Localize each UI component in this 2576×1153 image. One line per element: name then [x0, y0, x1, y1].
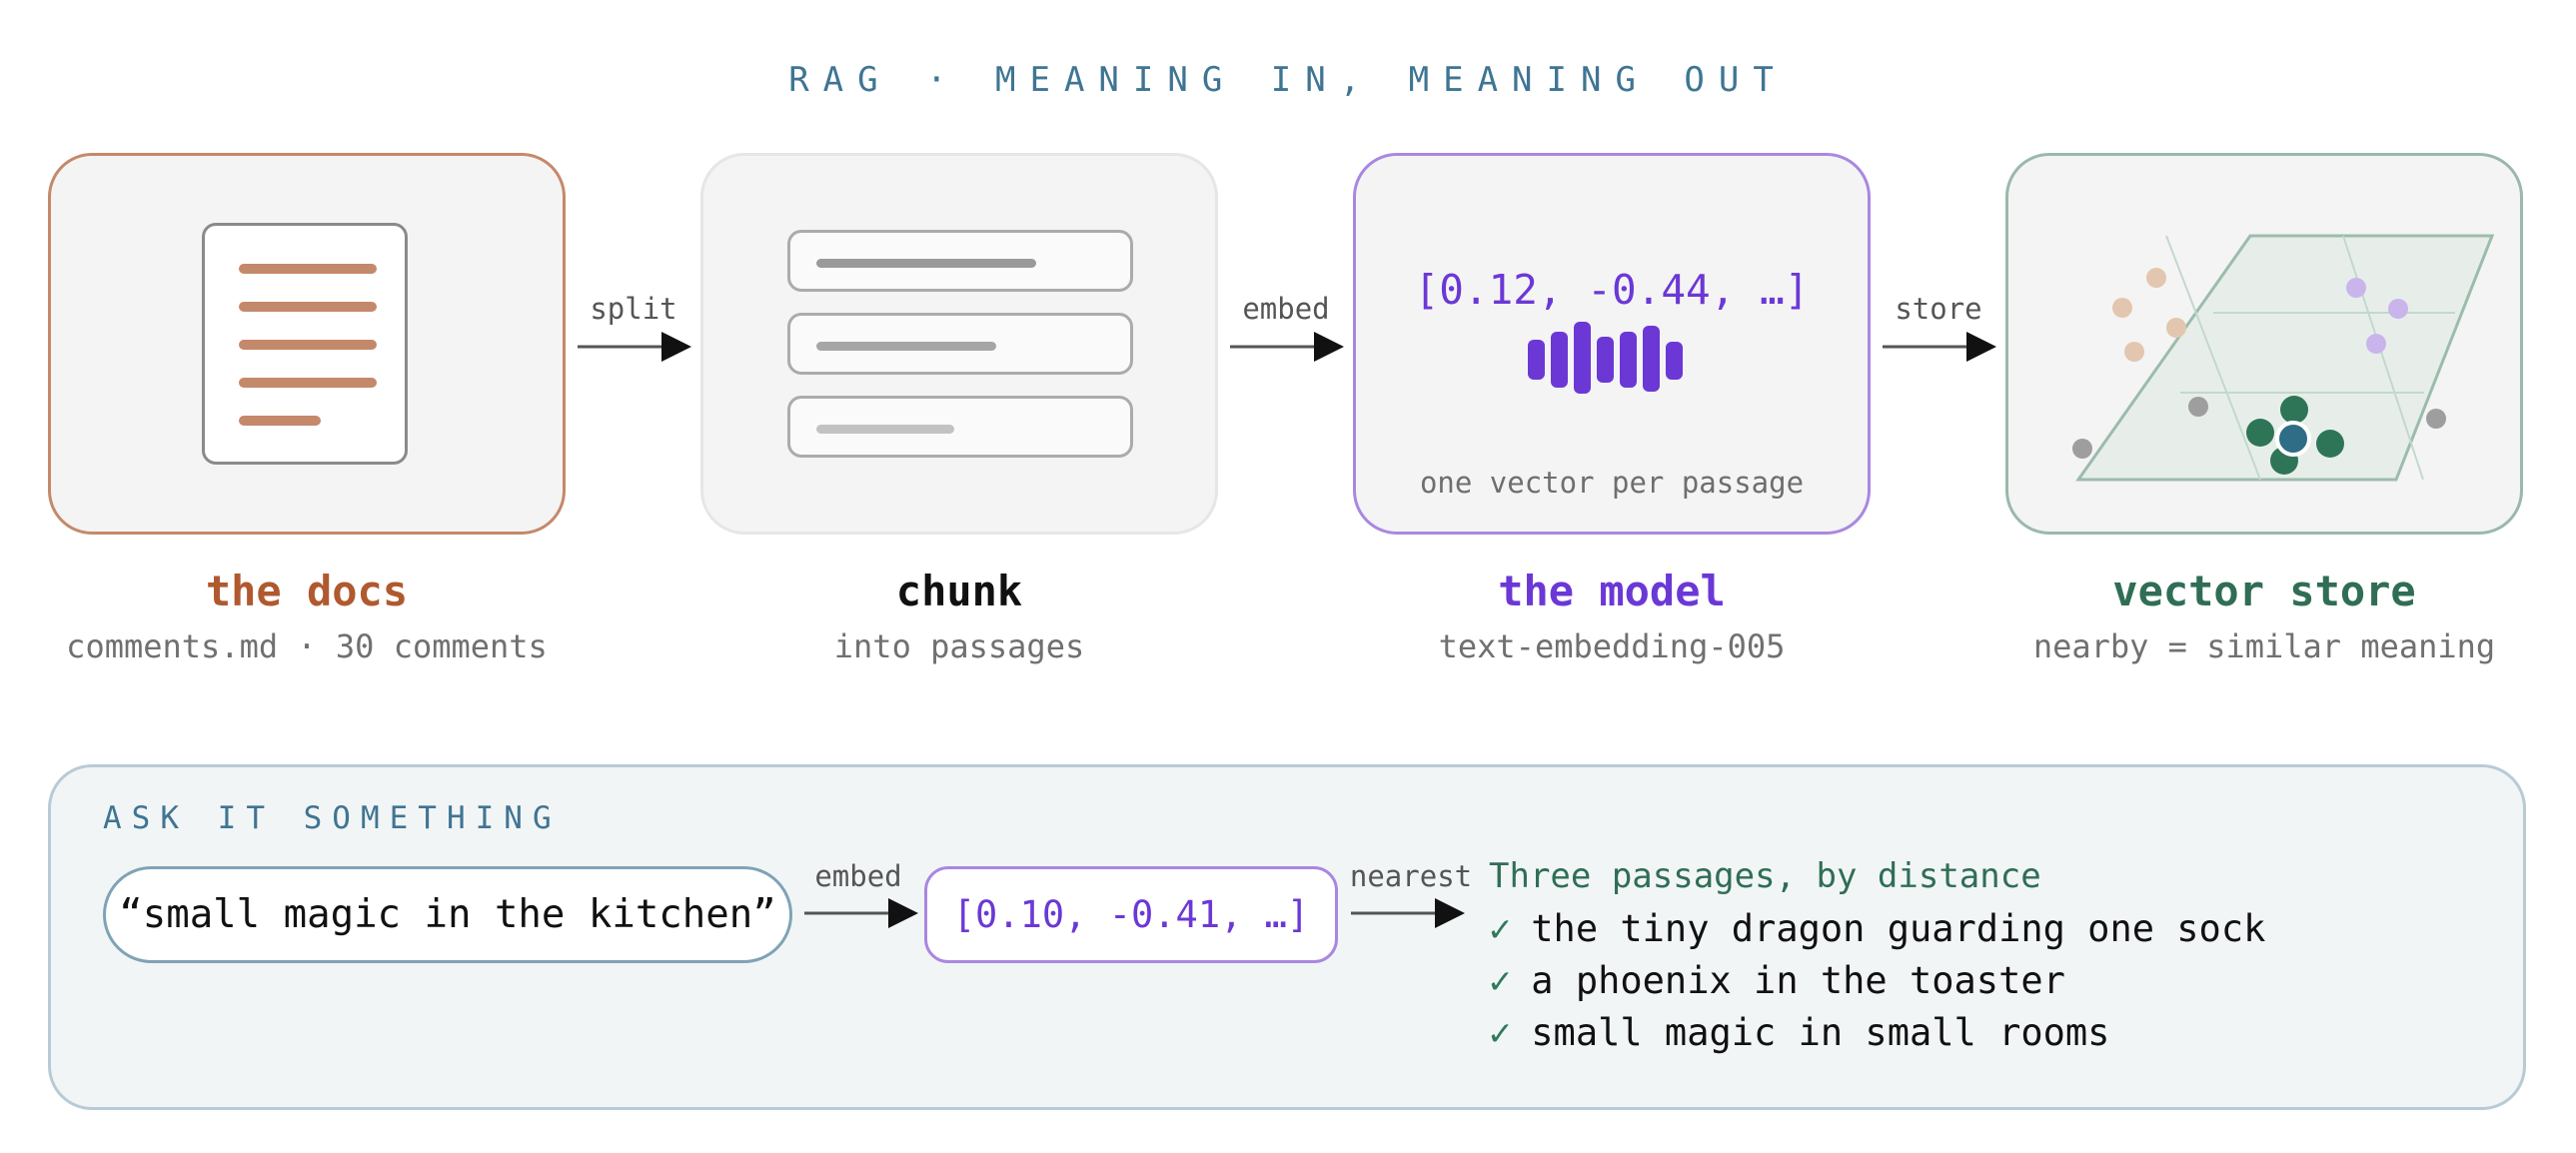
- result-item: ✓ small magic in small rooms: [1489, 1011, 2109, 1054]
- arrow-label-embed: embed: [1242, 292, 1330, 326]
- model-label: the model: [1498, 567, 1726, 615]
- vector-store-sublabel: nearby = similar meaning: [2032, 627, 2496, 665]
- passage-chunk: [787, 230, 1133, 292]
- ask-panel-title: ASK IT SOMETHING: [103, 800, 562, 836]
- chunk-label: chunk: [895, 567, 1023, 615]
- result-text: a phoenix in the toaster: [1531, 959, 2065, 1002]
- arrow-right-icon: [1883, 332, 1996, 362]
- arrow-label-nearest: nearest: [1349, 859, 1473, 893]
- docs-label: the docs: [205, 567, 409, 615]
- arrow-label-split: split: [590, 292, 677, 326]
- vector-space-plot: [2072, 234, 2495, 482]
- passage-chunk: [787, 396, 1133, 458]
- arrow-right-icon: [804, 898, 918, 928]
- embedding-vector: [0.12, -0.44, …]: [1414, 266, 1810, 314]
- check-icon: ✓: [1489, 907, 1512, 950]
- chunk-sublabel: into passages: [833, 627, 1085, 665]
- arrow-right-icon: [1230, 332, 1344, 362]
- result-item: ✓ a phoenix in the toaster: [1489, 959, 2065, 1002]
- diagram-title: RAG · MEANING IN, MEANING OUT: [788, 60, 1788, 100]
- model-sublabel: text-embedding-005: [1438, 627, 1786, 665]
- result-text: small magic in small rooms: [1531, 1011, 2110, 1054]
- arrow-right-icon: [578, 332, 691, 362]
- check-icon: ✓: [1489, 1011, 1512, 1054]
- chunk-card: [700, 153, 1218, 535]
- passage-chunk: [787, 313, 1133, 375]
- check-icon: ✓: [1489, 959, 1512, 1002]
- vector-store-label: vector store: [2112, 567, 2416, 615]
- model-caption: one vector per passage: [1419, 466, 1805, 500]
- docs-sublabel: comments.md · 30 comments: [66, 627, 548, 665]
- arrow-right-icon: [1351, 898, 1465, 928]
- results-heading: Three passages, by distance: [1489, 856, 2041, 896]
- result-text: the tiny dragon guarding one sock: [1531, 907, 2266, 950]
- arrow-label-embed-query: embed: [814, 859, 902, 893]
- vector-store-card: [2005, 153, 2523, 535]
- query-input[interactable]: “small magic in the kitchen”: [103, 866, 792, 963]
- query-vector-text: [0.10, -0.41, …]: [952, 893, 1310, 936]
- arrow-label-store: store: [1895, 292, 1982, 326]
- query-text: “small magic in the kitchen”: [119, 892, 776, 937]
- model-card: [0.12, -0.44, …] one vector per passage: [1353, 153, 1871, 535]
- result-item: ✓ the tiny dragon guarding one sock: [1489, 907, 2265, 950]
- vector-bars-icon: [1528, 322, 1683, 394]
- document-icon: [202, 223, 408, 465]
- query-vector: [0.10, -0.41, …]: [924, 866, 1338, 963]
- docs-card: [48, 153, 566, 535]
